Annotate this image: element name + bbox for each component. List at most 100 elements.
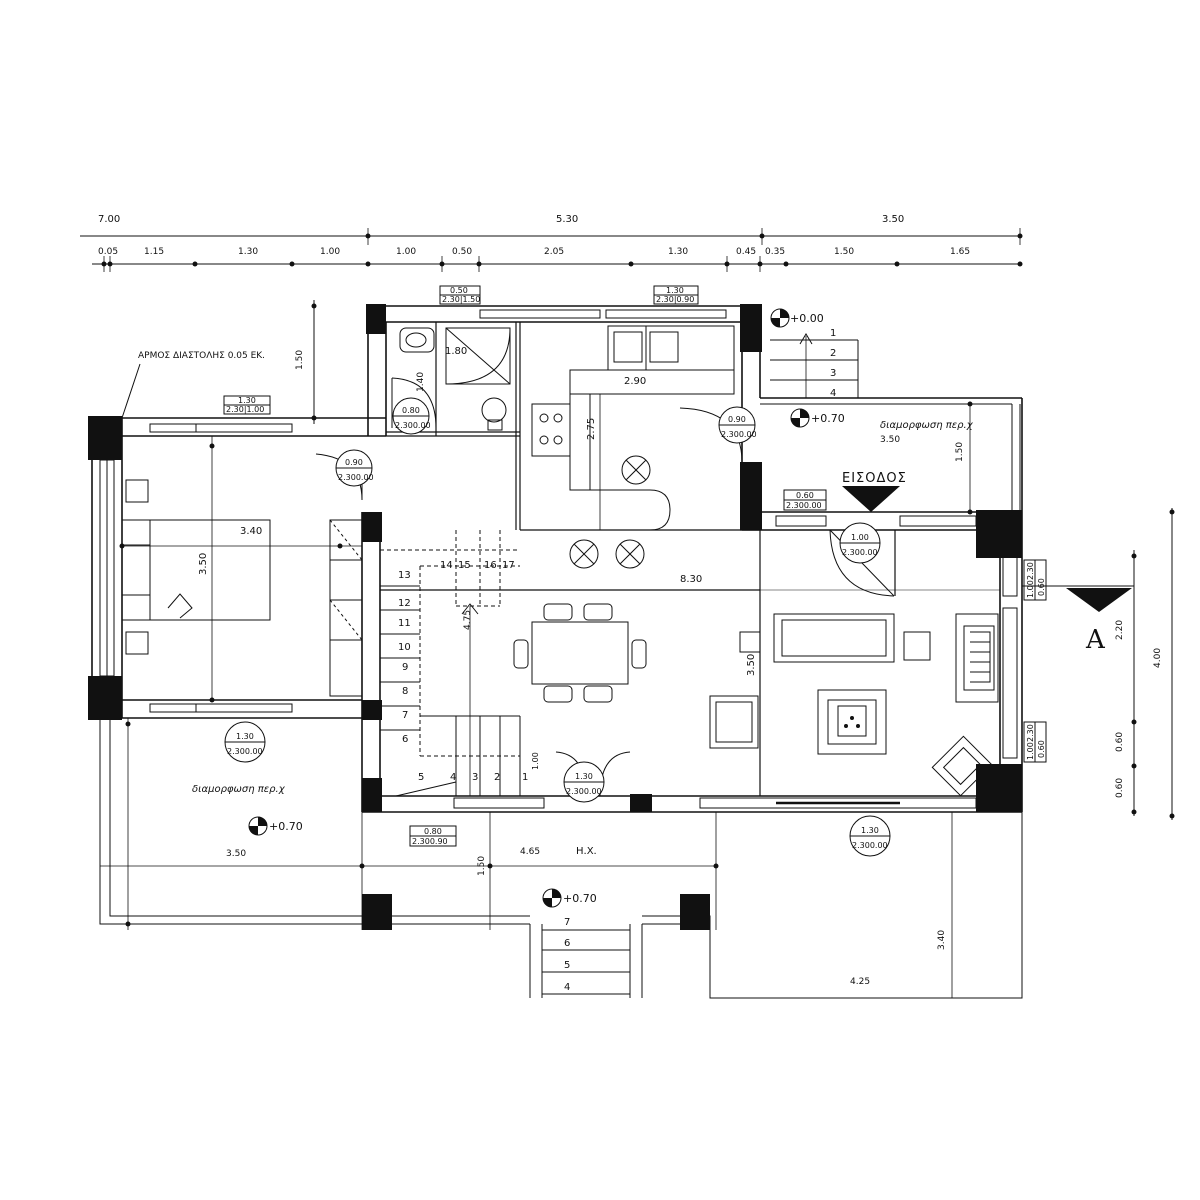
opening-width: 0.50 [450, 286, 468, 295]
opening-width: 1.30 [575, 772, 593, 781]
main-staircase [380, 530, 521, 797]
dim-total-2: 5.30 [556, 214, 578, 225]
level-value: +0.70 [811, 412, 845, 425]
bath-width-label: 1.80 [445, 346, 467, 357]
fireplace [955, 613, 999, 703]
lower-step-7: 7 [564, 917, 570, 928]
opening-tag: 1.30 2.30|1.00 [223, 395, 271, 415]
expansion-joint-label: ΑΡΜΟΣ ΔΙΑΣΤΟΛΗΣ 0.05 ΕΚ. [138, 351, 265, 361]
chair-icon [583, 685, 613, 703]
opening-width: 0.90 [728, 415, 746, 424]
stair-step-13: 13 [398, 570, 411, 581]
shower-tray-icon [445, 327, 511, 385]
opening-height: 2.300.00 [852, 841, 888, 850]
dimension-tick [311, 303, 317, 309]
dim-part-4: 1.00 [320, 247, 340, 257]
dim-part-8: 1.30 [668, 247, 688, 257]
landscape-right-label: διαμορφωση περ.χ [880, 420, 974, 431]
chair-icon [513, 639, 529, 669]
stair-step-10: 10 [398, 642, 411, 653]
opening-tag: 0.50 2.30|1.50 [439, 285, 481, 305]
opening-height: 2.300.00 [395, 421, 431, 430]
terrace-width: 4.25 [850, 977, 870, 987]
dim-total-1: 7.00 [98, 214, 120, 225]
opening-height: 2.30|1.50 [442, 295, 480, 304]
side-table-icon [903, 631, 931, 661]
bar-stool-icon [621, 455, 651, 485]
nightstand-icon [125, 479, 149, 503]
stair-small-label: 1.00 [531, 752, 540, 770]
opening-tag: 0.90 2.300.00 [718, 406, 757, 444]
opening-width: 0.80 [402, 406, 420, 415]
nightstand-icon [125, 631, 149, 655]
side-opening-tags: 1.00 2.30 0.60 1.00 2.30 0.60 [1023, 559, 1047, 763]
opening-tag: 1.30 2.30|0.90 [653, 285, 699, 305]
stair-step-16: 16 [484, 560, 497, 571]
lower-step-5: 5 [564, 960, 570, 971]
entrance-label: ΕΙΣΟΔΟΣ [842, 471, 907, 486]
left-150-label: 1.50 [295, 350, 305, 370]
opening-height: 2.300.00 [721, 430, 757, 439]
level-marker: +0.70 [248, 816, 303, 836]
top-dimension-lines [80, 235, 1022, 265]
side-opening-height: 2.30 [1026, 562, 1035, 580]
opening-tag: 0.60 2.300.00 [783, 489, 827, 511]
stair-length-label: 4.75 [463, 610, 473, 630]
opening-tag: 0.80 2.300.90 [409, 825, 457, 847]
dim-part-11: 1.50 [834, 247, 854, 257]
right-dim-220: 2.20 [1115, 620, 1125, 640]
armchair-icon [709, 695, 759, 749]
living-height-label: 3.50 [746, 654, 757, 676]
opening-width: 0.80 [424, 827, 442, 836]
bar-stool-icon [615, 539, 645, 569]
opening-width: 1.00 [851, 533, 869, 542]
bedroom-dimension-dots [119, 443, 343, 703]
side-opening-extra: 0.60 [1037, 740, 1046, 758]
coffee-table-dots [844, 716, 860, 728]
side-opening-extra: 0.60 [1037, 578, 1046, 596]
opening-width: 0.90 [345, 458, 363, 467]
opening-width: 1.30 [238, 396, 256, 405]
dim-part-3: 1.30 [238, 247, 258, 257]
stair-step-3: 3 [472, 772, 478, 783]
lower-staircase [529, 924, 643, 998]
armchair-icon [931, 735, 993, 797]
double-bed [121, 519, 271, 621]
level-marker: +0.70 [542, 888, 597, 908]
stair-step-12: 12 [398, 598, 411, 609]
dim-part-5: 1.00 [396, 247, 416, 257]
dim-part-1: 0.05 [98, 247, 118, 257]
side-opening-width: 1.00 [1026, 742, 1035, 760]
stair-step-numbers: 1 2 3 4 5 6 7 8 9 10 11 12 13 14 15 16 1… [398, 560, 528, 783]
dim-part-6: 0.50 [452, 247, 472, 257]
living-width-label: 8.30 [680, 574, 702, 585]
stair-step-6: 6 [402, 734, 408, 745]
hx-label: Η.Χ. [576, 846, 597, 857]
coffee-table [817, 689, 887, 755]
sink-icon [399, 327, 435, 353]
stair-step-14: 14 [440, 560, 453, 571]
stair-step-11: 11 [398, 618, 411, 629]
bedroom-height-label: 3.50 [198, 553, 209, 575]
opening-tag: 1.30 2.300.00 [563, 761, 605, 803]
opening-tag: 1.30 2.300.00 [849, 815, 891, 857]
sofa [773, 613, 895, 663]
kitchen-counter [607, 325, 735, 371]
porch-right-width: 3.50 [880, 435, 900, 445]
opening-width: 1.30 [666, 286, 684, 295]
toilet-icon [481, 397, 507, 423]
level-value: +0.70 [269, 820, 303, 833]
bathroom [391, 327, 511, 431]
side-opening-width: 1.00 [1026, 580, 1035, 598]
entry-staircase [770, 333, 859, 398]
hx-height-label: 1.50 [477, 856, 487, 876]
dim-part-2: 1.15 [144, 247, 164, 257]
entry-step-2: 2 [830, 348, 836, 359]
kitchen-width-label: 2.90 [624, 376, 646, 387]
sink-icon [613, 331, 643, 363]
level-marker: +0.70 [790, 408, 845, 428]
kitchen [531, 325, 735, 569]
side-table-icon [739, 631, 761, 653]
stair-step-17: 17 [502, 560, 515, 571]
